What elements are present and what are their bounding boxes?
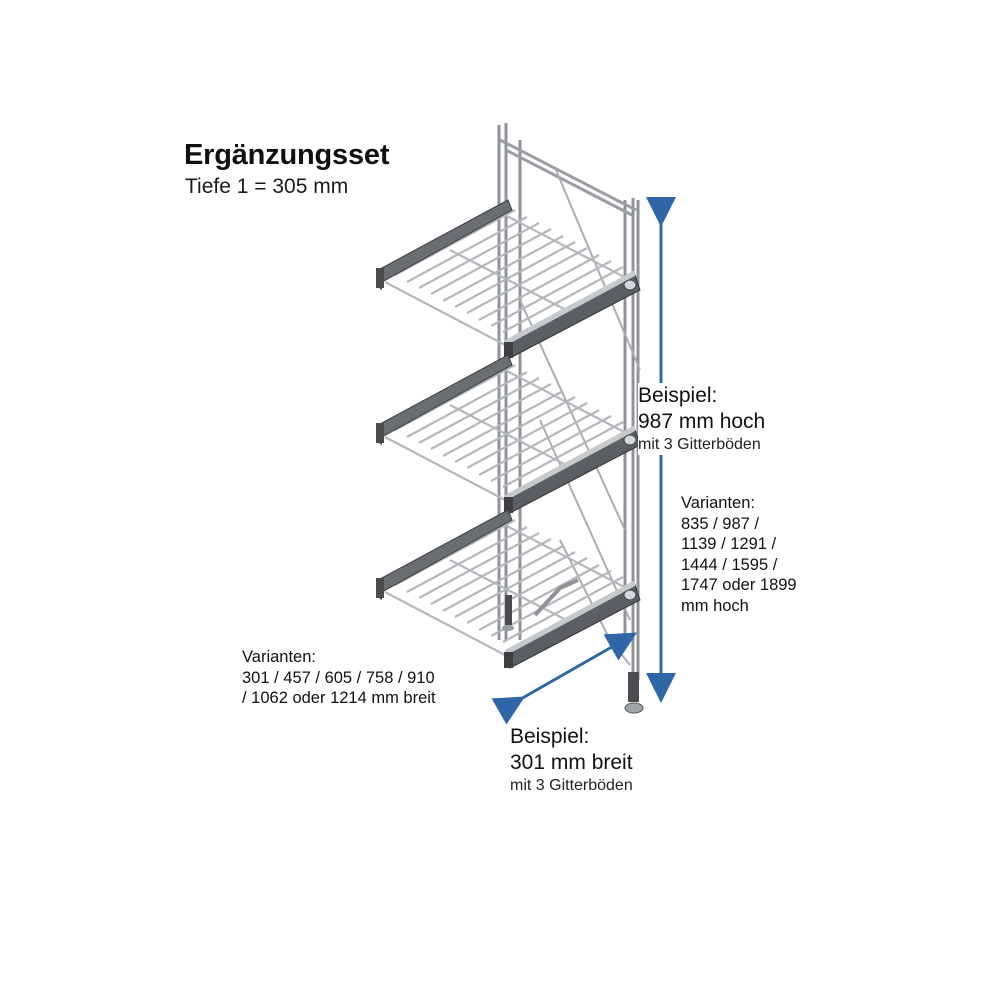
height-example-value: 987 mm hoch [638,410,766,433]
height-variant-line: 835 / 987 / [681,514,759,533]
width-variant-line: 301 / 457 / 605 / 758 / 910 [242,668,435,687]
width-variant-line: / 1062 oder 1214 mm breit [242,689,436,707]
height-variant-line: mm hoch [681,596,749,615]
width-example-label: Beispiel: [510,725,590,748]
product-title: Ergänzungsset [184,139,390,171]
height-variants: Varianten: 835 / 987 / 1139 / 1291 / 144… [681,493,797,616]
depth-spec: Tiefe 1 = 305 mm [185,175,349,198]
width-example: Beispiel: 301 mm breit mit 3 Gitterböden [510,724,633,796]
wire-shelf-3 [374,508,642,670]
height-variant-line: 1444 / 1595 / [681,555,778,574]
height-variants-label: Varianten: [681,494,755,512]
width-arrow-icon [491,632,638,725]
wire-shelf-2 [374,353,642,515]
width-variants-label: Varianten: [242,648,316,666]
height-example: Beispiel: 987 mm hoch mit 3 Gitterböden [638,383,770,455]
width-variants: Varianten: 301 / 457 / 605 / 758 / 910 /… [242,647,436,709]
width-example-value: 301 mm breit [510,751,633,774]
height-example-label: Beispiel: [638,384,718,407]
wire-shelf-1 [376,199,641,359]
height-variant-line: 1747 oder 1899 [681,576,797,594]
height-example-note: mit 3 Gitterböden [638,436,761,453]
top-frame [499,138,637,217]
width-example-note: mit 3 Gitterböden [510,777,633,794]
height-variant-line: 1139 / 1291 / [681,535,777,553]
